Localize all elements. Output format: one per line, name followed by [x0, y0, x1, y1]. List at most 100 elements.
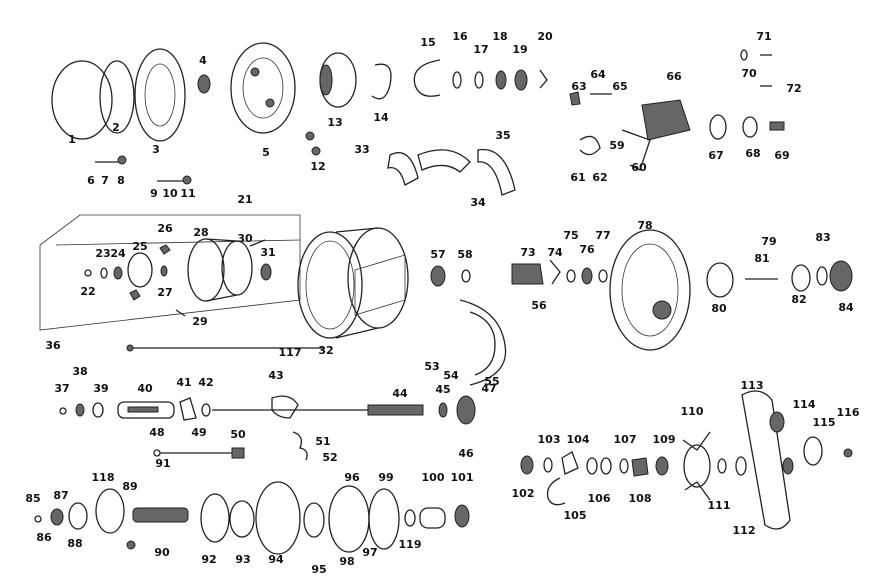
part-label-88: 88	[67, 537, 82, 550]
part-label-110: 110	[681, 405, 704, 418]
part-label-7: 7	[101, 174, 109, 187]
part-label-71: 71	[756, 30, 771, 43]
part-label-78: 78	[637, 219, 652, 232]
part-label-98: 98	[339, 555, 354, 568]
part-label-42: 42	[198, 376, 213, 389]
part-label-68: 68	[745, 147, 760, 160]
part-label-16: 16	[452, 30, 468, 43]
spool	[187, 238, 225, 302]
part-label-92: 92	[201, 553, 216, 566]
part-label-55: 55	[484, 375, 499, 388]
part-label-11: 11	[180, 187, 195, 200]
part-label-69: 69	[774, 149, 789, 162]
part-label-80: 80	[711, 302, 727, 315]
part-label-24: 24	[110, 247, 126, 260]
part-label-6: 6	[87, 174, 95, 187]
handle-side-plate	[609, 229, 691, 351]
part-label-17: 17	[473, 43, 488, 56]
bearing	[197, 74, 211, 94]
star-drag	[683, 444, 711, 488]
part-label-54: 54	[443, 369, 459, 382]
pinion	[200, 493, 230, 543]
part-label-39: 39	[93, 382, 108, 395]
part-label-50: 50	[230, 428, 246, 441]
part-label-19: 19	[512, 43, 527, 56]
part-label-52: 52	[322, 451, 337, 464]
part-label-5: 5	[262, 146, 270, 159]
part-label-93: 93	[235, 553, 250, 566]
part-label-30: 30	[237, 232, 253, 245]
part-label-84: 84	[838, 301, 854, 314]
thumb-bar	[387, 152, 419, 186]
part-label-20: 20	[537, 30, 553, 43]
part-label-118: 118	[92, 471, 115, 484]
part-label-10: 10	[162, 187, 178, 200]
part-label-32: 32	[318, 344, 333, 357]
part-label-59: 59	[609, 139, 624, 152]
part-label-53: 53	[424, 360, 439, 373]
part-label-12: 12	[310, 160, 325, 173]
frame-left	[297, 231, 363, 339]
part-label-79: 79	[761, 235, 776, 248]
handle-group	[520, 390, 853, 530]
side-cover-ring	[99, 60, 135, 134]
part-label-94: 94	[268, 553, 284, 566]
part-label-29: 29	[192, 315, 207, 328]
part-label-83: 83	[815, 231, 830, 244]
part-label-117: 117	[279, 346, 302, 359]
part-label-64: 64	[590, 68, 606, 81]
part-label-96: 96	[344, 471, 360, 484]
part-label-56: 56	[531, 299, 547, 312]
part-label-51: 51	[315, 435, 330, 448]
frame-right	[347, 227, 409, 329]
part-label-45: 45	[435, 383, 450, 396]
part-label-8: 8	[117, 174, 125, 187]
part-label-3: 3	[152, 143, 160, 156]
part-label-66: 66	[666, 70, 682, 83]
part-label-26: 26	[157, 222, 173, 235]
part-label-86: 86	[36, 531, 52, 544]
part-label-21: 21	[237, 193, 252, 206]
part-label-67: 67	[708, 149, 723, 162]
part-label-75: 75	[563, 229, 578, 242]
part-label-63: 63	[571, 80, 586, 93]
part-label-101: 101	[451, 471, 474, 484]
part-label-43: 43	[268, 369, 283, 382]
side-plate	[230, 42, 296, 134]
part-label-35: 35	[495, 129, 510, 142]
side-plate-frame	[134, 48, 186, 142]
part-label-33: 33	[354, 143, 369, 156]
part-label-23: 23	[95, 247, 110, 260]
part-label-49: 49	[191, 426, 206, 439]
retainer-clip	[413, 59, 441, 97]
part-label-76: 76	[579, 243, 595, 256]
part-label-36: 36	[45, 339, 61, 352]
part-label-25: 25	[132, 240, 147, 253]
level-wind-guide	[117, 401, 175, 419]
part-label-95: 95	[311, 563, 326, 576]
part-label-100: 100	[422, 471, 445, 484]
part-label-111: 111	[708, 499, 731, 512]
part-label-31: 31	[260, 246, 275, 259]
spool-group	[39, 214, 301, 331]
part-label-115: 115	[813, 416, 836, 429]
part-label-105: 105	[564, 509, 587, 522]
part-label-91: 91	[155, 457, 170, 470]
part-label-81: 81	[754, 252, 769, 265]
part-label-70: 70	[741, 67, 757, 80]
part-label-61: 61	[570, 171, 585, 184]
part-label-47: 47	[481, 382, 496, 395]
part-label-109: 109	[653, 433, 676, 446]
part-label-116: 116	[837, 406, 860, 419]
side-cover	[51, 60, 113, 140]
part-label-57: 57	[430, 248, 445, 261]
part-label-58: 58	[457, 248, 472, 261]
part-label-106: 106	[588, 492, 611, 505]
part-label-14: 14	[373, 111, 389, 124]
part-label-13: 13	[327, 116, 342, 129]
part-label-62: 62	[592, 171, 607, 184]
part-label-85: 85	[25, 492, 40, 505]
part-label-108: 108	[629, 492, 652, 505]
part-label-38: 38	[72, 365, 87, 378]
part-label-73: 73	[520, 246, 535, 259]
